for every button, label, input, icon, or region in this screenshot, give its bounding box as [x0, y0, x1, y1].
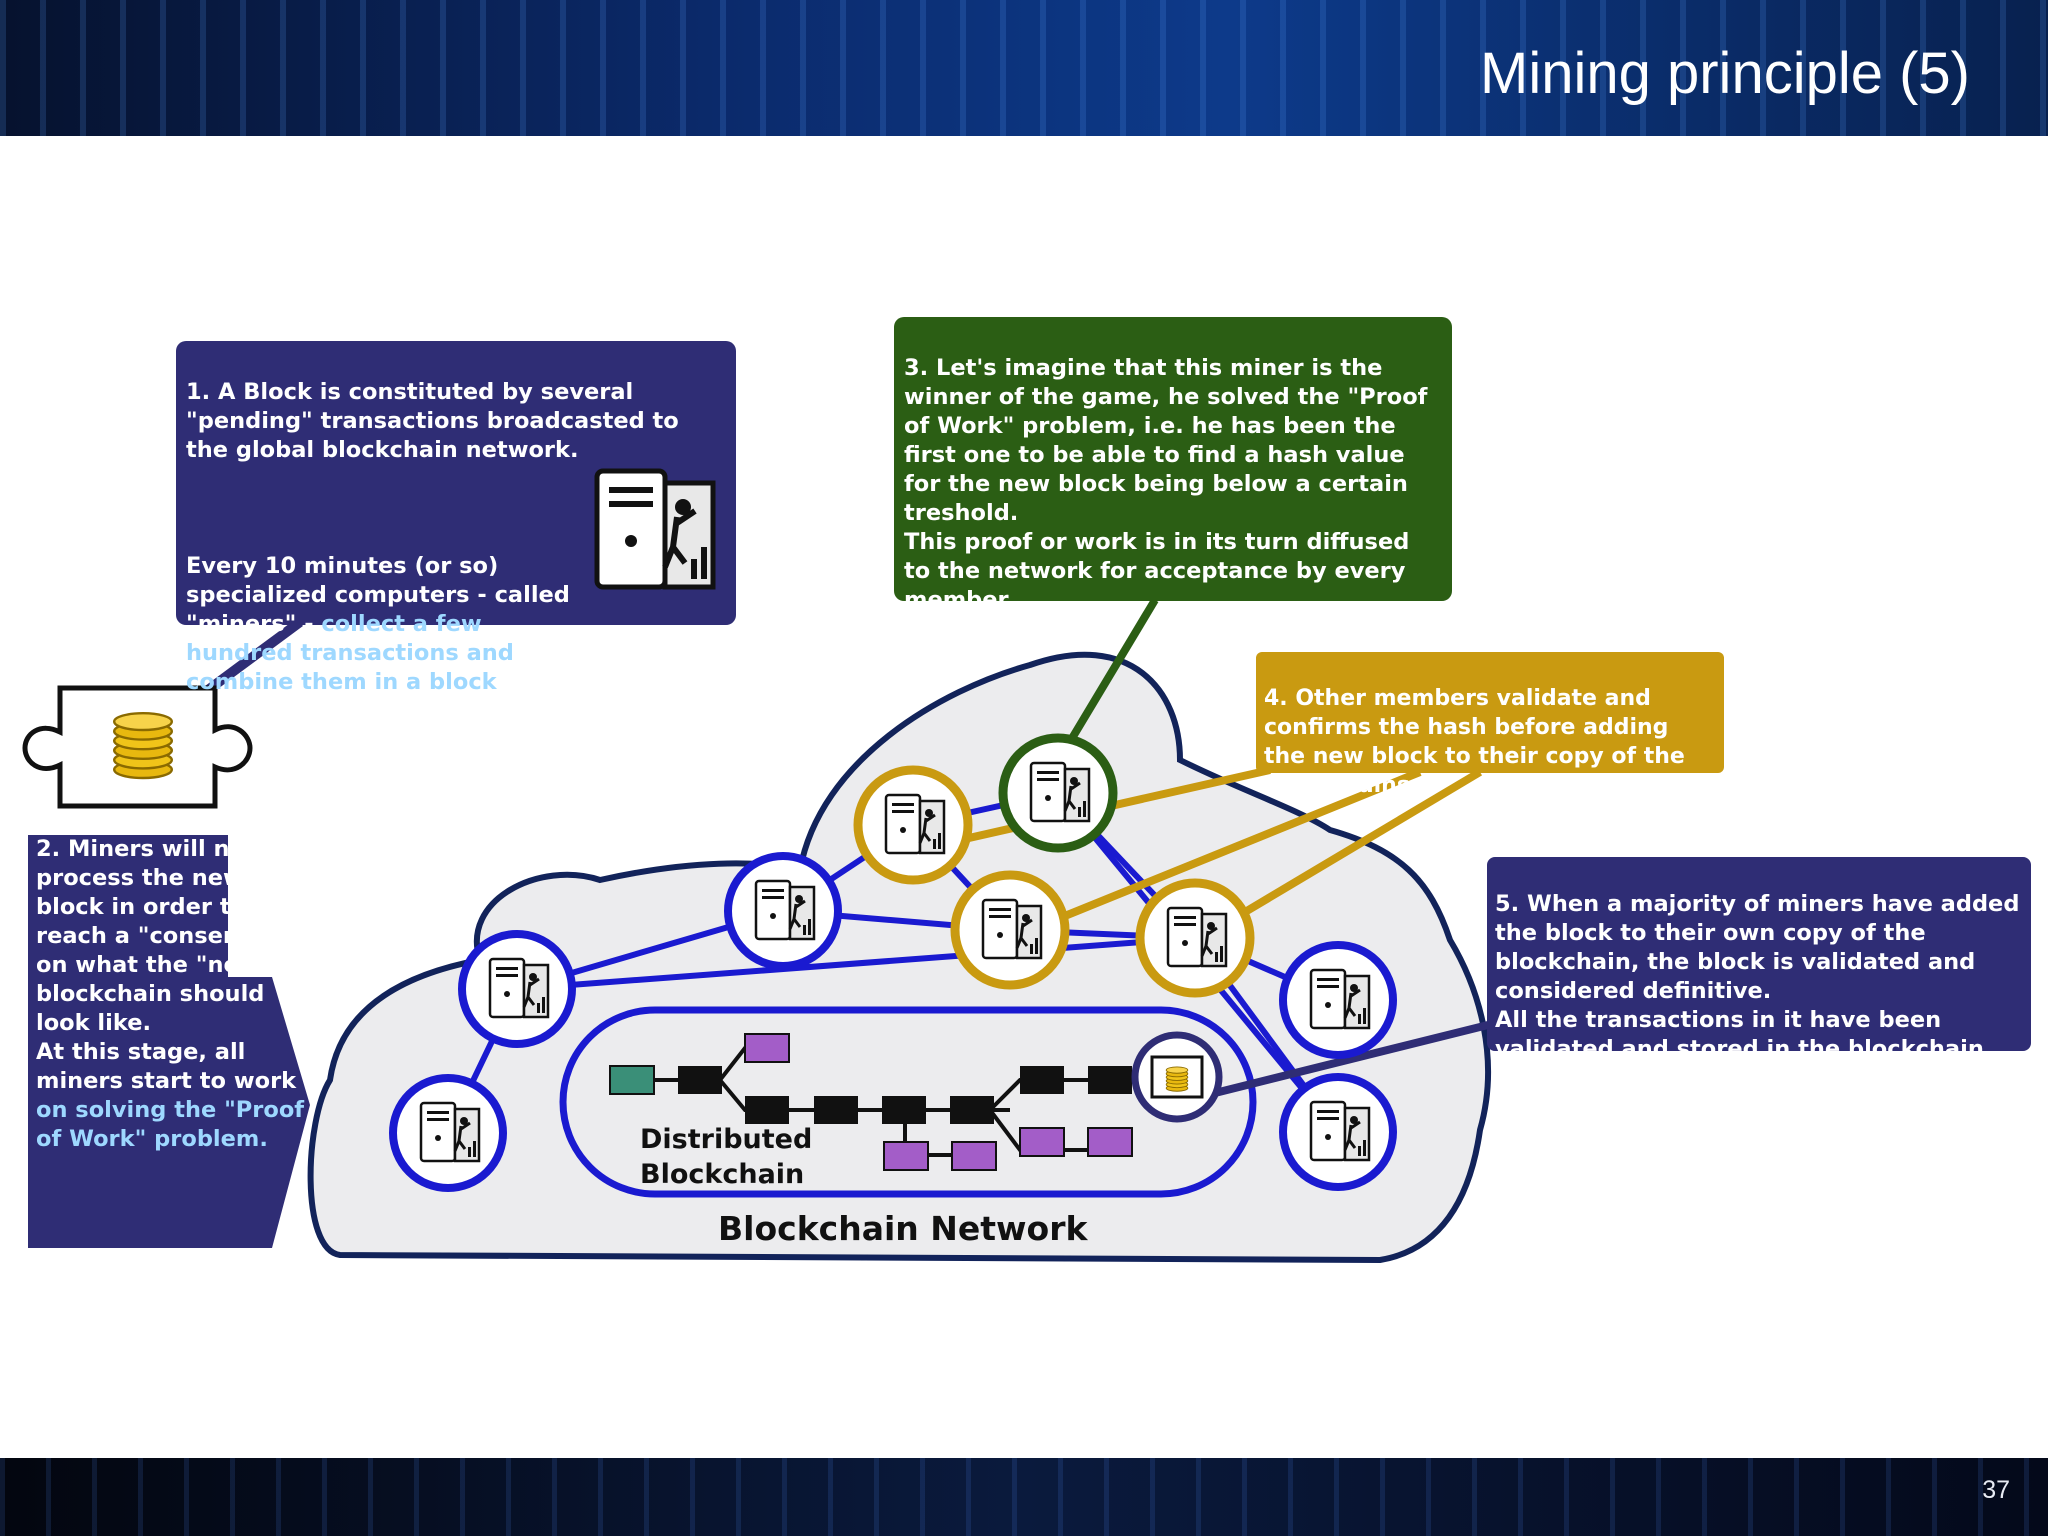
box2-arrow-shape [28, 835, 310, 1248]
blockchain-label-line2: Blockchain [640, 1159, 804, 1190]
step2-text: 2. Miners will now process the new block… [36, 836, 297, 1094]
step1-text-highlight: collect a few hundred transactions and c… [186, 611, 514, 695]
miner-node-winner [998, 733, 1118, 853]
slide-footer: 37 [0, 1458, 2048, 1536]
step5-box: 5. When a majority of miners have added … [1487, 857, 2031, 1062]
miner-node-5 [1279, 1073, 1397, 1191]
connector-box5 [1214, 1021, 1489, 1097]
step2-box: 2. Miners will now process the new block… [36, 835, 306, 1154]
pending-block-icon [22, 685, 253, 809]
connector-box1 [205, 617, 303, 695]
miner-server-icon [576, 451, 726, 611]
miner-node-validator-2 [950, 870, 1070, 990]
slide-title: Mining principle (5) [1480, 41, 1970, 106]
step4-box: 4. Other members validate and confirms t… [1256, 652, 1724, 798]
step5-text: 5. When a majority of miners have added … [1495, 891, 2020, 1062]
connector-box3 [1058, 597, 1159, 758]
step1-text: 1. A Block is constituted by several "pe… [186, 379, 679, 463]
step2-text-highlight: on solving the "Proof of Work" problem. [36, 1097, 305, 1152]
blockchain-label-line1: Distributed [640, 1124, 812, 1155]
step3-box: 3. Let's imagine that this miner is the … [894, 317, 1452, 613]
page-number: 37 [1982, 1476, 2010, 1504]
miner-node-validator-3 [1135, 878, 1255, 998]
distributed-blockchain [559, 1006, 1257, 1198]
miner-node-validator-1 [853, 765, 973, 885]
step3-text: 3. Let's imagine that this miner is the … [904, 355, 1428, 613]
miner-node-4 [1279, 941, 1397, 1059]
footer-background-pattern [0, 1458, 2048, 1536]
miner-node-3 [724, 852, 842, 970]
miner-node-2 [458, 930, 576, 1048]
miner-node-1 [389, 1074, 507, 1192]
step1-text-2: Every 10 minutes (or so) specialized com… [186, 553, 570, 637]
network-label: Blockchain Network [718, 1209, 1088, 1248]
slide-header: Mining principle (5) [0, 0, 2048, 136]
step1-box: 1. A Block is constituted by several "pe… [176, 341, 736, 695]
header-background-pattern [0, 0, 2048, 136]
step4-text: 4. Other members validate and confirms t… [1264, 686, 1685, 798]
